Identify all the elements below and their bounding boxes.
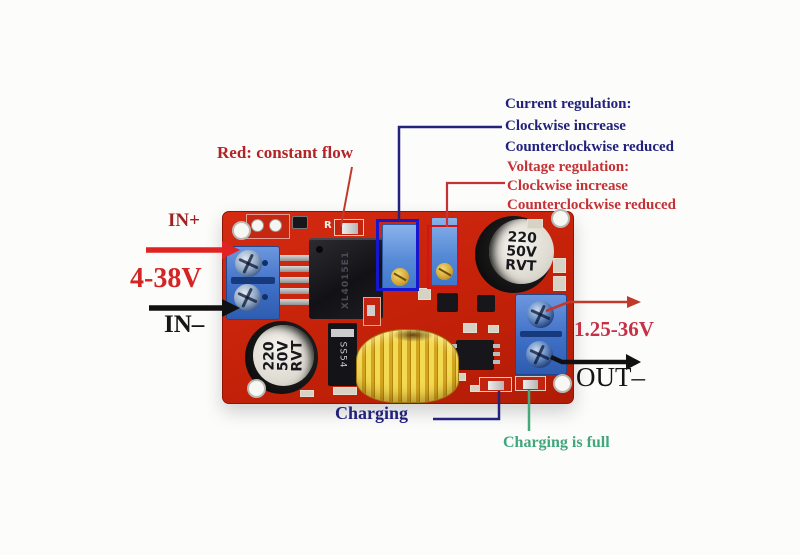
current-regulation-line2: Counterclockwise reduced bbox=[505, 139, 675, 155]
input-positive-label: IN+ bbox=[168, 210, 200, 231]
smd-component bbox=[527, 219, 543, 229]
input-negative-label: IN– bbox=[164, 311, 205, 338]
ic-marking: XL4015E1 bbox=[340, 250, 351, 309]
mounting-hole bbox=[553, 374, 572, 393]
current-regulation-callout-line bbox=[397, 125, 502, 221]
mounting-hole bbox=[232, 221, 251, 240]
smd-component bbox=[300, 390, 314, 397]
current-pot-callout-box bbox=[376, 219, 419, 291]
led-chip bbox=[523, 380, 538, 389]
terminal-screw bbox=[234, 284, 261, 311]
output-terminal bbox=[515, 294, 567, 375]
current-trimpot bbox=[382, 224, 418, 291]
input-terminal bbox=[226, 246, 280, 320]
mounting-hole bbox=[551, 209, 570, 228]
ic-pin bbox=[278, 255, 312, 261]
ic-leg bbox=[493, 352, 500, 356]
led-chip bbox=[488, 381, 504, 390]
smd-component bbox=[553, 276, 566, 291]
output-voltage-range: 1.25-36V bbox=[574, 317, 654, 341]
pad-hole bbox=[251, 219, 264, 232]
voltage-regulation-line1: Clockwise increase bbox=[507, 178, 628, 194]
terminal-side-hole bbox=[262, 260, 268, 266]
input-capacitor-face: 220 50V RVT bbox=[253, 325, 314, 386]
smd-component bbox=[488, 325, 499, 333]
voltage-regulation-label: Voltage regulation: Clockwise increase C… bbox=[507, 158, 676, 215]
voltage-regulation-line2: Counterclockwise reduced bbox=[507, 197, 677, 213]
trimpot-screw bbox=[391, 268, 409, 286]
terminal-divider bbox=[520, 331, 562, 337]
small-ic bbox=[456, 340, 494, 370]
charge-full-led bbox=[515, 376, 546, 391]
terminal-screw bbox=[235, 250, 262, 277]
ic-pin bbox=[278, 266, 312, 272]
ic-pin bbox=[278, 277, 312, 283]
diode-marking: SS54 bbox=[337, 341, 348, 368]
ic-pin1-dot bbox=[316, 246, 323, 253]
smd-component bbox=[463, 323, 477, 333]
smd-component bbox=[418, 288, 431, 300]
red-led-label: Red: constant flow bbox=[217, 143, 353, 162]
input-voltage-range: 4-38V bbox=[130, 263, 202, 294]
smd-component bbox=[292, 216, 308, 229]
capacitor-marking: RVT bbox=[504, 256, 537, 275]
capacitor-marking: RVT bbox=[289, 339, 306, 372]
mounting-hole bbox=[247, 379, 266, 398]
current-regulation-title: Current regulation: bbox=[505, 96, 632, 112]
smd-component bbox=[333, 387, 357, 395]
sot23-transistor bbox=[477, 295, 495, 312]
led-chip bbox=[342, 223, 358, 234]
capacitor-marking: 50V bbox=[275, 340, 292, 371]
charging-label: Charging bbox=[335, 403, 409, 423]
output-negative-label: OUT– bbox=[576, 362, 645, 392]
trimpot-screw bbox=[436, 263, 453, 280]
smd-component bbox=[553, 258, 566, 273]
terminal-side-hole bbox=[262, 294, 268, 300]
diode-band bbox=[331, 329, 354, 337]
cc-led bbox=[334, 219, 364, 236]
ic-leg bbox=[493, 360, 500, 364]
voltage-pot-callout-box bbox=[427, 225, 459, 289]
smd-component bbox=[367, 305, 375, 316]
voltage-regulation-title: Voltage regulation: bbox=[507, 159, 630, 175]
capacitor-marking: 220 bbox=[261, 340, 278, 371]
ic-pin bbox=[278, 288, 312, 294]
ic-leg bbox=[493, 344, 500, 348]
current-regulation-label: Current regulation: Clockwise increase C… bbox=[505, 94, 674, 159]
pad-hole bbox=[269, 219, 282, 232]
terminal-screw bbox=[527, 301, 554, 328]
terminal-screw bbox=[526, 341, 553, 368]
ic-pin bbox=[278, 299, 312, 305]
inductor-core-shadow bbox=[392, 328, 434, 342]
charging-led bbox=[479, 377, 512, 392]
terminal-divider bbox=[231, 277, 275, 284]
current-regulation-line1: Clockwise increase bbox=[505, 117, 626, 134]
led-silkscreen-label: R bbox=[324, 220, 332, 231]
sot23-transistor bbox=[437, 293, 458, 312]
charging-full-label: Charging is full bbox=[503, 434, 610, 451]
